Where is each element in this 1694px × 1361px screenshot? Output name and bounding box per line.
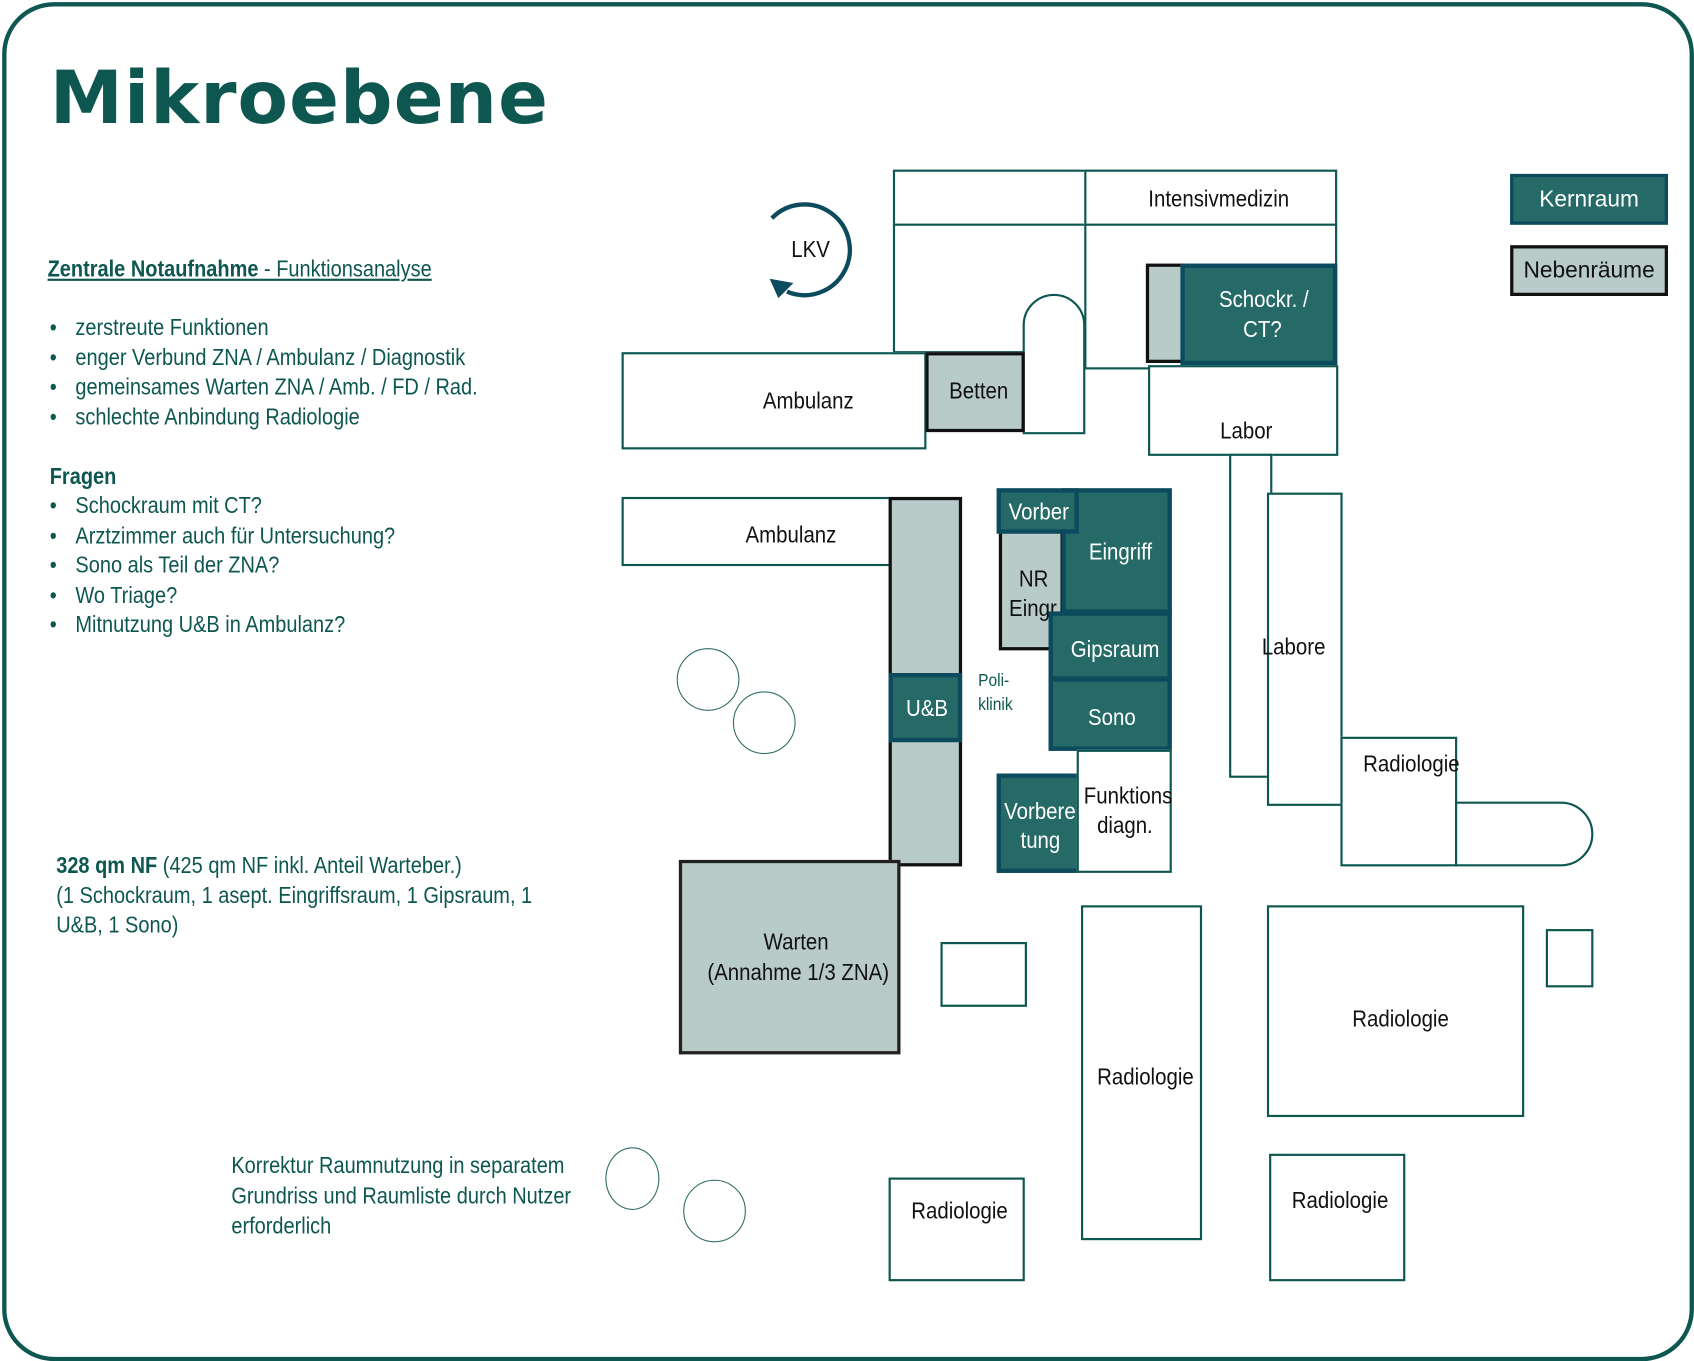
room-label: Radiologie — [1352, 1006, 1449, 1032]
room-label: Sono — [1087, 705, 1136, 731]
note-line: Grundriss und Raumliste durch Nutzer — [231, 1184, 572, 1209]
area-line: U&B, 1 Sono) — [56, 912, 179, 938]
area-line: (1 Schockraum, 1 asept. Eingriffsraum, 1… — [56, 883, 533, 908]
room-gipsraum: Gipsraum — [1048, 611, 1172, 681]
room-label: tung — [1020, 828, 1061, 854]
list-item: zerstreute Funktionen — [50, 315, 478, 345]
room-sono: Sono — [1048, 677, 1172, 751]
room-vorbereitung-2: Vorberei tung — [996, 773, 1081, 873]
area-rest: (425 qm NF inkl. Anteil Warteber.) — [157, 853, 462, 879]
subtitle-rest: - Funktionsanalyse — [258, 257, 432, 282]
room-radiologie-1: Radiologie — [1340, 736, 1460, 867]
plan-shape — [605, 1147, 660, 1210]
room-label: Ambulanz — [745, 522, 837, 548]
room-funktionsdiagnostik: Funktions diagn. — [1076, 749, 1173, 873]
room-radiologie-3: Radiologie — [1266, 905, 1525, 1118]
plan-shape — [1145, 263, 1185, 363]
plan-shape — [683, 1179, 746, 1243]
room-label: NR — [1018, 567, 1049, 593]
list-item: Arztzimmer auch für Untersuchung? — [50, 523, 395, 553]
room-label: Intensivmedizin — [1148, 186, 1290, 212]
room-vorbereitung-1: Vorber — [996, 488, 1079, 534]
room-radiologie-4: Radiologie — [888, 1177, 1025, 1282]
list-item: enger Verbund ZNA / Ambulanz / Diagnosti… — [50, 345, 478, 375]
room-label: Schockr. / — [1218, 287, 1309, 313]
label-poliklinik: Poli-klinik — [978, 671, 1013, 715]
room-label: Labore — [1261, 635, 1326, 661]
list-item: Sono als Teil der ZNA? — [50, 553, 395, 583]
list-item: gemeinsames Warten ZNA / Amb. / FD / Rad… — [50, 375, 478, 405]
room-label: Betten — [949, 379, 1009, 405]
room-label: Funktions — [1083, 784, 1173, 810]
page-title: Mikroebene — [49, 56, 550, 142]
room-label: Radiologie — [1291, 1188, 1389, 1214]
list-item: schlechte Anbindung Radiologie — [50, 405, 478, 435]
plan-shape — [1022, 293, 1086, 435]
room-label: Vorber — [1008, 500, 1069, 526]
room-intensiv: Intensivmedizin — [1084, 169, 1338, 226]
list-item: Mitnutzung U&B in Ambulanz? — [50, 613, 395, 643]
findings-list: zerstreute Funktionen enger Verbund ZNA … — [50, 315, 478, 434]
plan-shape — [676, 648, 740, 711]
room-ambulanz-1: Ambulanz — [621, 352, 927, 450]
room-label: U&B — [906, 696, 949, 722]
plan-shape — [1545, 929, 1594, 988]
room-label: Vorberei — [1004, 799, 1081, 825]
room-label: CT? — [1243, 317, 1282, 343]
room-label: Warten — [763, 930, 829, 955]
list-item: Schockraum mit CT? — [50, 494, 395, 524]
plan-shape — [732, 691, 796, 755]
room-label: Radiologie — [1097, 1065, 1194, 1091]
plan-shape — [940, 942, 1027, 1007]
rotate-arrow-icon — [769, 202, 852, 299]
room-label: Radiologie — [911, 1199, 1008, 1224]
plan-shape — [1229, 453, 1273, 778]
room-radiologie-5: Radiologie — [1269, 1153, 1406, 1282]
room-betten: Betten — [925, 352, 1025, 433]
area-bold: 328 qm NF — [56, 853, 158, 879]
note-line: Korrektur Raumnutzung in separatem — [231, 1153, 565, 1179]
legend-core: Kernraum — [1510, 173, 1668, 225]
room-warten: Warten (Annahme 1/3 ZNA) — [678, 859, 901, 1055]
subtitle: Zentrale Notaufnahme - Funktionsanalyse — [48, 257, 432, 283]
room-label: Radiologie — [1363, 751, 1460, 777]
room-label: Eingriff — [1088, 540, 1153, 565]
subtitle-bold: Zentrale Notaufnahme — [47, 257, 259, 282]
room-labor: Labor — [1148, 365, 1339, 456]
room-schockraum: Schockr. / CT? — [1180, 263, 1338, 366]
label-lkv: LKV — [791, 237, 830, 263]
questions-heading: Fragen — [49, 464, 117, 490]
plan-shape — [892, 169, 1088, 226]
questions-list: Schockraum mit CT? Arztzimmer auch für U… — [50, 494, 395, 643]
note-line: erforderlich — [231, 1214, 332, 1240]
room-label: (Annahme 1/3 ZNA) — [707, 960, 890, 986]
room-label: Ambulanz — [762, 388, 854, 414]
area-summary: 328 qm NF (425 qm NF inkl. Anteil Warteb… — [56, 851, 532, 940]
list-item: Wo Triage? — [50, 583, 395, 613]
room-label: Gipsraum — [1070, 637, 1160, 663]
room-radiologie-2: Radiologie — [1081, 905, 1203, 1241]
legend-side: Nebenräume — [1510, 245, 1668, 297]
plan-shape — [1455, 801, 1594, 867]
room-labore: Labore — [1262, 492, 1343, 806]
correction-note: Korrektur Raumnutzung in separatem Grund… — [231, 1152, 571, 1243]
room-label: diagn. — [1097, 813, 1153, 839]
room-label: Labor — [1220, 419, 1273, 445]
room-ambulanz-2: Ambulanz — [621, 496, 892, 567]
room-ub: U&B — [888, 673, 963, 743]
